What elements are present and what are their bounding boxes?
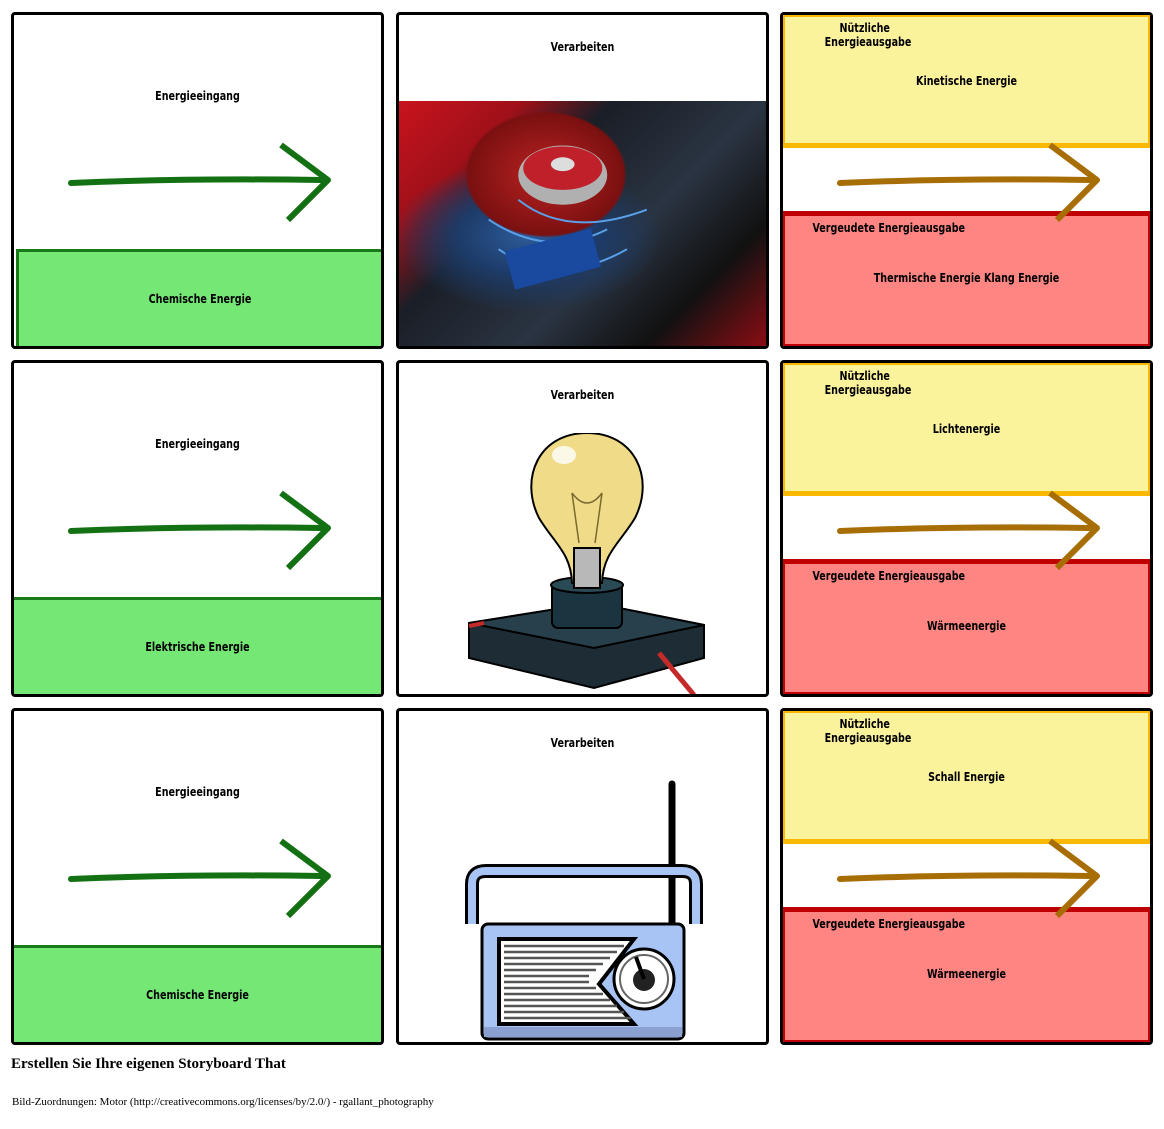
light-bulb-illustration bbox=[468, 433, 705, 694]
wasted-output-value: Thermische Energie Klang Energie bbox=[873, 270, 1060, 285]
input-title: Energieeingang bbox=[155, 436, 240, 451]
input-panel: Energieeingang Chemische Energie bbox=[11, 12, 384, 349]
input-energy-value: Elektrische Energie bbox=[145, 639, 250, 654]
radio-illustration bbox=[465, 780, 703, 1041]
useful-output-box: Nützliche Energieausgabe Schall Energie bbox=[783, 711, 1150, 844]
process-panel: Verarbeiten bbox=[396, 708, 769, 1045]
process-title: Verarbeiten bbox=[550, 39, 615, 54]
wasted-output-value: Wärmeenergie bbox=[927, 618, 1006, 633]
input-title: Energieeingang bbox=[155, 784, 240, 799]
process-panel: Verarbeiten bbox=[396, 12, 769, 349]
input-energy-value: Chemische Energie bbox=[148, 291, 252, 306]
create-storyboard-link[interactable]: Erstellen Sie Ihre eigenen Storyboard Th… bbox=[11, 1056, 286, 1072]
useful-output-value: Schall Energie bbox=[928, 769, 1005, 784]
wasted-output-value: Wärmeenergie bbox=[927, 966, 1006, 981]
process-title: Verarbeiten bbox=[550, 735, 615, 750]
image-credits: Bild-Zuordnungen: Motor (http://creative… bbox=[12, 1096, 434, 1108]
green-arrow-icon bbox=[66, 836, 336, 926]
useful-output-title-line1: Nützliche bbox=[839, 368, 890, 383]
useful-output-title-line2: Energieausgabe bbox=[824, 730, 912, 745]
useful-output-box: Nützliche Energieausgabe Kinetische Ener… bbox=[783, 15, 1150, 148]
input-panel: Energieeingang Elektrische Energie bbox=[11, 360, 384, 697]
process-panel: Verarbeiten bbox=[396, 360, 769, 697]
wasted-output-box: Vergeudete Energieausgabe Wärmeenergie bbox=[783, 907, 1150, 1042]
input-energy-box: Elektrische Energie bbox=[14, 597, 381, 694]
useful-output-title-line1: Nützliche bbox=[839, 716, 890, 731]
wasted-output-box: Vergeudete Energieausgabe Wärmeenergie bbox=[783, 559, 1150, 694]
useful-output-title-line2: Energieausgabe bbox=[824, 382, 912, 397]
useful-output-value: Kinetische Energie bbox=[916, 73, 1017, 88]
green-arrow-icon bbox=[66, 488, 336, 578]
useful-output-box: Nützliche Energieausgabe Lichtenergie bbox=[783, 363, 1150, 496]
wasted-output-title: Vergeudete Energieausgabe bbox=[812, 220, 966, 235]
process-title: Verarbeiten bbox=[550, 387, 615, 402]
useful-output-title-line1: Nützliche bbox=[839, 20, 890, 35]
useful-output-value: Lichtenergie bbox=[932, 421, 1001, 436]
input-panel: Energieeingang Chemische Energie bbox=[11, 708, 384, 1045]
brown-arrow-icon bbox=[835, 140, 1105, 230]
output-panel: Nützliche Energieausgabe Kinetische Ener… bbox=[780, 12, 1153, 349]
input-title: Energieeingang bbox=[155, 88, 240, 103]
car-engine-photo bbox=[399, 101, 766, 346]
output-panel: Nützliche Energieausgabe Lichtenergie Ve… bbox=[780, 360, 1153, 697]
output-panel: Nützliche Energieausgabe Schall Energie … bbox=[780, 708, 1153, 1045]
input-energy-box: Chemische Energie bbox=[16, 249, 381, 346]
input-energy-box: Chemische Energie bbox=[14, 945, 381, 1042]
green-arrow-icon bbox=[66, 140, 336, 230]
input-energy-value: Chemische Energie bbox=[146, 987, 249, 1002]
useful-output-title-line2: Energieausgabe bbox=[824, 34, 912, 49]
brown-arrow-icon bbox=[835, 488, 1105, 578]
wasted-output-box: Vergeudete Energieausgabe Thermische Ene… bbox=[783, 211, 1150, 346]
brown-arrow-icon bbox=[835, 836, 1105, 926]
wasted-output-title: Vergeudete Energieausgabe bbox=[812, 916, 966, 931]
wasted-output-title: Vergeudete Energieausgabe bbox=[812, 568, 966, 583]
